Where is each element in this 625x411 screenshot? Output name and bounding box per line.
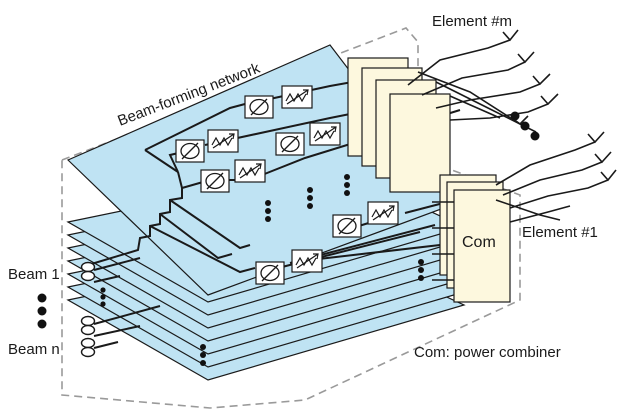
layer-ellipsis	[200, 259, 424, 366]
combiner-stack-front	[439, 174, 511, 303]
beam-inputs	[80, 257, 161, 358]
beam-ellipsis	[37, 287, 106, 329]
component-ellipsis	[265, 174, 350, 222]
combiner-label: Com	[462, 234, 496, 251]
beam-2-port-icon	[80, 315, 96, 336]
legend-label: Com: power combiner	[414, 344, 561, 361]
combiner-inputs	[432, 201, 454, 281]
element-1-label: Element #1	[522, 224, 598, 241]
antenna-element-m	[502, 29, 559, 126]
element-m-label: Element #m	[432, 13, 512, 30]
antenna-element-1	[587, 131, 617, 182]
network-outline	[61, 27, 521, 409]
element-ellipsis	[510, 111, 540, 141]
beam-1-label: Beam 1	[8, 266, 60, 283]
combiner-stack-back	[347, 57, 451, 193]
beam-n-label: Beam n	[8, 341, 60, 358]
antenna-feeds-1	[495, 141, 609, 223]
beam-n-port-icon	[80, 337, 96, 358]
